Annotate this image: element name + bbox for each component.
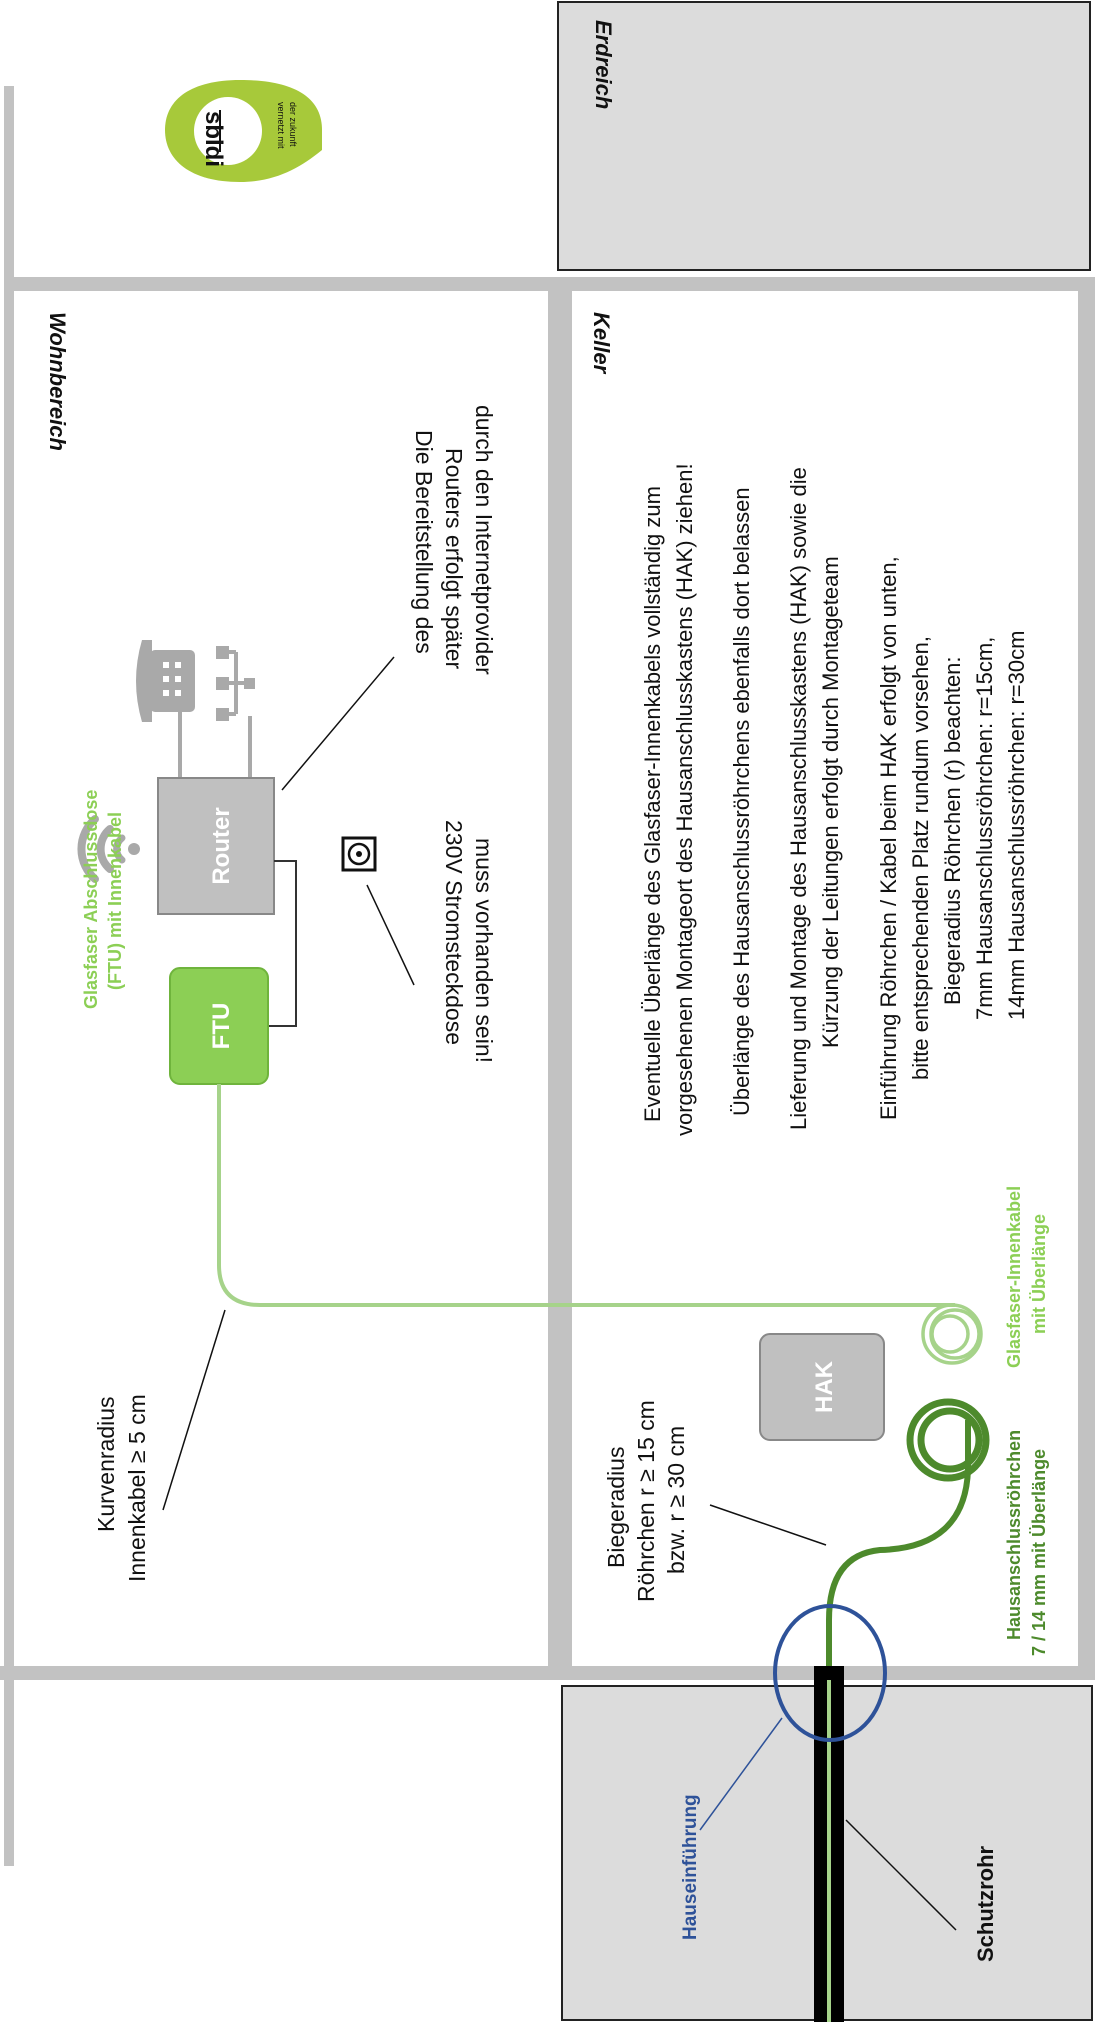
sbidi-logo: sbidi vernetzt mit der zukunft bbox=[165, 80, 322, 182]
area-label-erdreich: Erdreich bbox=[591, 20, 616, 109]
innenkabel-label-line-1: Glasfaser-Innenkabel bbox=[1004, 1186, 1024, 1368]
keller-note-2: vorgesehenen Montageort des Hausanschlus… bbox=[672, 463, 697, 1136]
schutzrohr-label: Schutzrohr bbox=[973, 1845, 998, 1962]
walls bbox=[0, 86, 1095, 1866]
power-note-line-2: muss vorhanden sein! bbox=[471, 838, 497, 1063]
keller-note-8: Biegeradius Röhrchen (r) beachten: bbox=[940, 656, 965, 1005]
router-note-line-3: durch den Internetprovider bbox=[471, 405, 497, 675]
telephone-icon bbox=[136, 640, 195, 722]
keller-note-4: Lieferung und Montage des Hausanschlussk… bbox=[786, 467, 811, 1130]
router-note-line-2: Routers erfolgt später bbox=[441, 448, 467, 670]
biegeradius-line-1: Biegeradius bbox=[603, 1447, 629, 1568]
keller-note-7: bitte entsprechenden Platz rundum vorseh… bbox=[908, 636, 933, 1080]
router-note-line-1: Die Bereitstellung des bbox=[411, 430, 437, 654]
erdreich-box bbox=[557, 1, 1091, 271]
area-label-wohnbereich: Wohnbereich bbox=[45, 312, 70, 451]
innenkabel-label-line-2: mit Überlänge bbox=[1029, 1214, 1049, 1334]
hauseinfuehrung-label: Hauseinführung bbox=[680, 1794, 701, 1940]
router-label: Router bbox=[208, 807, 235, 884]
biegeradius-line-2: Röhrchen r ≥ 15 cm bbox=[633, 1400, 659, 1602]
kurvenradius-line-2: Innenkabel ≥ 5 cm bbox=[124, 1394, 150, 1582]
keller-note-5: Kürzung der Leitungen erfolgt durch Mont… bbox=[818, 556, 843, 1048]
power-note-line-1: 230V Stromsteckdose bbox=[441, 820, 467, 1045]
area-label-keller: Keller bbox=[589, 312, 614, 375]
keller-note-10: 14mm Hausanschlussröhrchen: r=30cm bbox=[1004, 631, 1029, 1020]
keller-notes: Eventuelle Überlänge des Glasfaser-Innen… bbox=[640, 463, 1029, 1136]
glasfaser-innenkabel bbox=[217, 1084, 955, 1307]
biegeradius-line-3: bzw. r ≥ 30 cm bbox=[663, 1426, 689, 1574]
router-box bbox=[157, 777, 275, 915]
power-note-pointer bbox=[366, 884, 415, 986]
logo-name: sbidi bbox=[200, 111, 227, 167]
keller-note-3: Überlänge des Hausanschlussröhrchens ebe… bbox=[729, 487, 754, 1116]
router-ftu-cable bbox=[268, 860, 297, 1027]
kurvenradius-pointer bbox=[162, 1309, 226, 1511]
hak-box bbox=[759, 1333, 885, 1441]
hauseinfuehrung-pointer bbox=[699, 1717, 783, 1831]
innenkabel-coil bbox=[921, 1303, 983, 1365]
hausanschlussroehrchen bbox=[826, 1420, 971, 2022]
ftu-label: FTU bbox=[208, 1003, 235, 1050]
hausanschluss-label-line-2: 7 / 14 mm mit Überlänge bbox=[1029, 1449, 1049, 1656]
hausanschluss-label-line-1: Hausanschlussröhrchen bbox=[1004, 1430, 1024, 1640]
wifi-icon bbox=[77, 815, 140, 883]
keller-note-1: Eventuelle Überlänge des Glasfaser-Innen… bbox=[640, 486, 665, 1122]
keller-note-6: Einführung Röhrchen / Kabel beim HAK erf… bbox=[876, 556, 901, 1120]
network-icon bbox=[216, 646, 255, 721]
schutzrohr-pointer bbox=[845, 1819, 957, 1931]
ftu-caption-line-2: (FTU) mit Innenkabel bbox=[105, 812, 125, 990]
kurvenradius-line-1: Kurvenradius bbox=[93, 1396, 119, 1532]
roehrchen-coil bbox=[906, 1398, 990, 1482]
ftu-caption-line-1: Glasfaser Abschlussdose bbox=[81, 790, 101, 1009]
biegeradius-pointer bbox=[709, 1504, 827, 1546]
hak-label: HAK bbox=[811, 1360, 838, 1413]
router-note-pointer bbox=[281, 656, 395, 791]
logo-tagline-1: vernetzt mit bbox=[276, 102, 286, 149]
power-socket-icon bbox=[341, 836, 377, 872]
hauseinfuehrung-marker bbox=[773, 1604, 887, 1742]
keller-note-9: 7mm Hausanschlussröhrchen: r=15cm, bbox=[972, 637, 997, 1020]
logo-tagline-2: der zukunft bbox=[288, 102, 298, 147]
